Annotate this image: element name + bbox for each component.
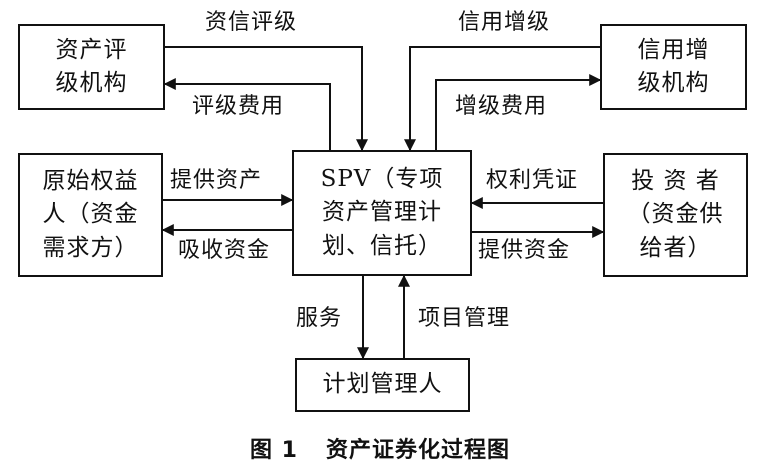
investors-box: 投 资 者 （资金供 给者） [603, 153, 748, 277]
credit-enhancer-box: 信用增 级机构 [600, 24, 747, 110]
label-enhancement-fee: 增级费用 [455, 94, 548, 119]
label-credit-rating: 资信评级 [205, 10, 298, 35]
label-credit-enhancement: 信用增级 [458, 10, 551, 35]
label-rating-fee: 评级费用 [192, 94, 285, 119]
arrow-rating-fee [163, 78, 331, 150]
label-provide-assets: 提供资产 [170, 168, 263, 193]
figure-number: 图 1 [250, 438, 298, 463]
arrow-enhancement-fee [435, 74, 602, 150]
label-project-management: 项目管理 [418, 306, 511, 331]
figure-caption: 图 1 资产证券化过程图 [0, 432, 760, 464]
arrow-credit-enhancement [404, 46, 600, 152]
originator-box: 原始权益 人（资金 需求方） [18, 153, 163, 277]
arrow-credit-rating [165, 46, 368, 152]
label-service: 服务 [296, 306, 343, 331]
label-rights-certificate: 权利凭证 [486, 168, 579, 193]
figure-title: 资产证券化过程图 [325, 438, 510, 463]
label-absorb-funds: 吸收资金 [178, 238, 271, 263]
label-provide-funds: 提供资金 [478, 238, 571, 263]
spv-box: SPV（专项 资产管理计 划、信托） [292, 150, 472, 276]
rating-agency-box: 资产评 级机构 [18, 24, 165, 110]
plan-manager-box: 计划管理人 [295, 358, 470, 412]
